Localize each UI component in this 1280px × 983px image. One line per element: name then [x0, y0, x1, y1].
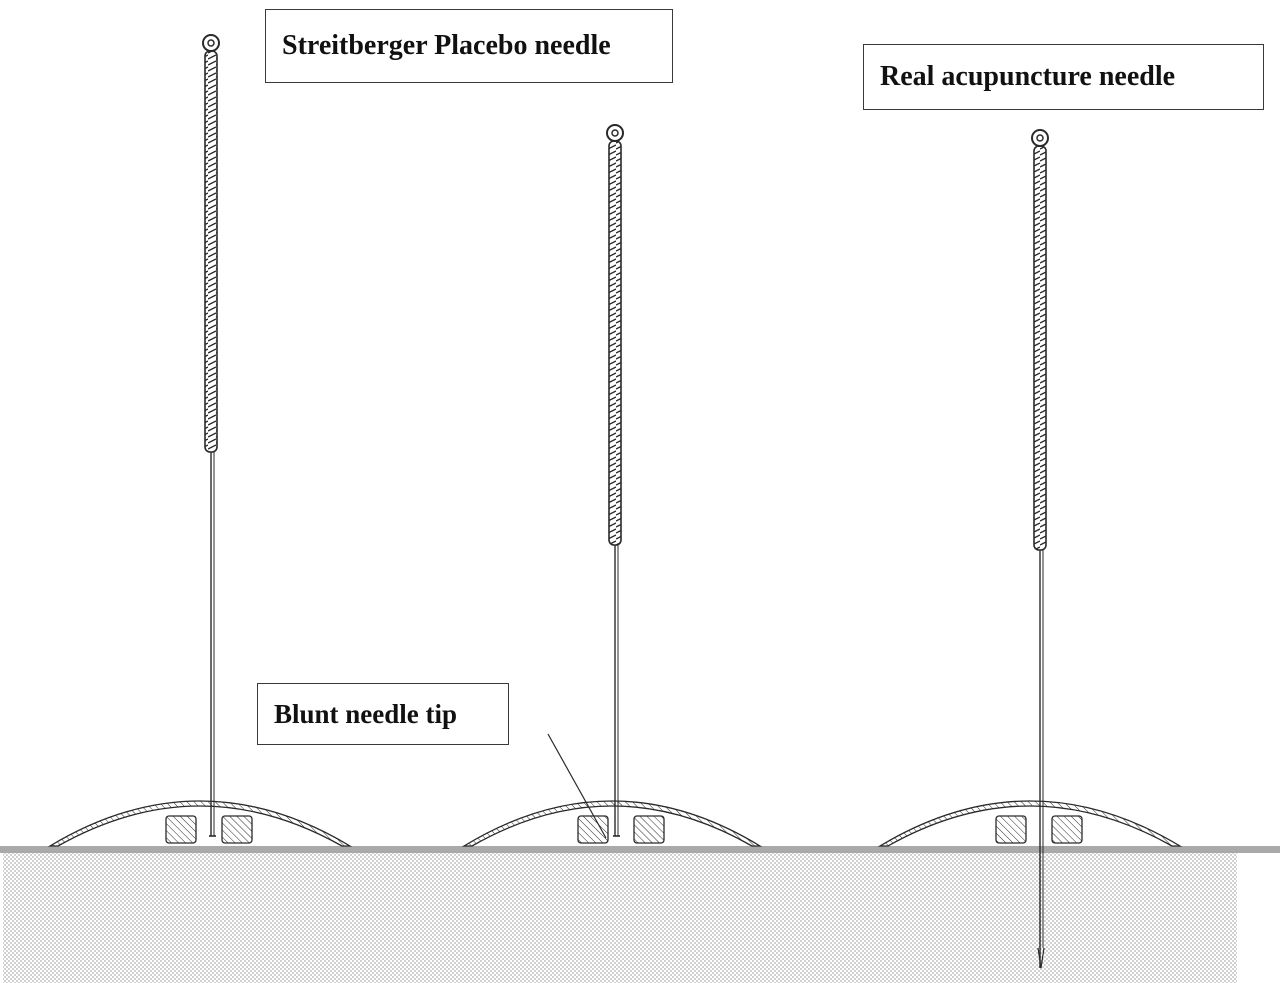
- placebo-needle-label: Streitberger Placebo needle: [265, 9, 673, 83]
- dome-plaster: [877, 800, 1183, 847]
- blunt-tip-label: Blunt needle tip: [257, 683, 509, 745]
- guide-block-right: [633, 815, 665, 844]
- needle-handle-ring: [202, 34, 220, 52]
- needle-handle-ring: [606, 124, 624, 142]
- guide-block-right: [221, 815, 253, 844]
- needle-handle-coil: [608, 140, 622, 546]
- skin-surface: [0, 846, 1280, 853]
- needle-handle-coil: [204, 50, 218, 453]
- needle-1-assembly: [47, 34, 353, 847]
- tissue: [3, 853, 1237, 983]
- needle-handle-coil: [1033, 145, 1047, 551]
- dome-plaster: [47, 800, 353, 847]
- guide-block-right: [1051, 815, 1083, 844]
- needle-handle-ring-inner: [207, 39, 215, 47]
- real-needle-label: Real acupuncture needle: [863, 44, 1264, 110]
- guide-block-left: [995, 815, 1027, 844]
- needle-handle-ring: [1031, 129, 1049, 147]
- guide-block-left: [165, 815, 197, 844]
- guide-block-left: [577, 815, 609, 844]
- needle-handle-ring-inner: [611, 129, 619, 137]
- needle-handle-ring-inner: [1036, 134, 1044, 142]
- needle-2-assembly: [461, 124, 763, 847]
- sharp-needle-tip: [1037, 947, 1045, 969]
- dome-plaster: [461, 800, 763, 847]
- needle-3-assembly: [877, 129, 1183, 969]
- blunt-tip-pointer: [547, 733, 607, 839]
